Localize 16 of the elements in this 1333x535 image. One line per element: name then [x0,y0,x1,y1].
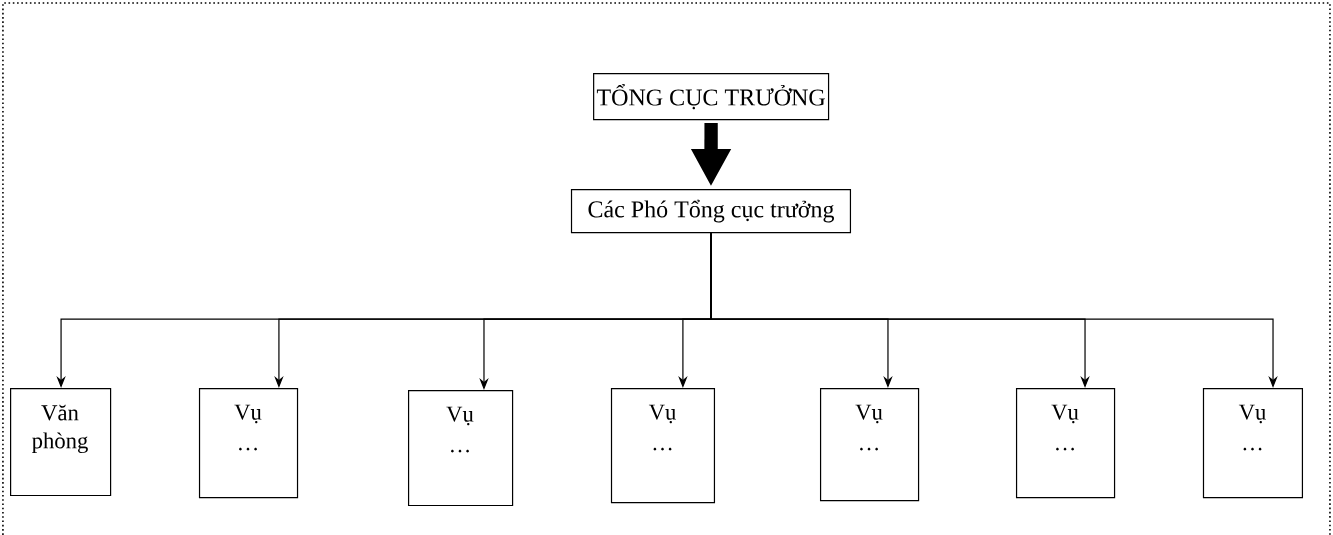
unit-box [10,388,112,497]
unit-label: Vụ … [1051,404,1079,451]
unit-label: Vụ … [855,404,883,451]
unit-box [610,388,716,504]
unit-box [408,390,514,507]
unit-label: Vụ … [648,404,676,451]
unit-box [1202,388,1304,499]
title-box: TỔNG CỤC TRƯỞNG [593,73,830,121]
unit-label: Vụ … [234,404,262,451]
unit-box [1015,388,1116,499]
unit-label: Vụ … [1238,404,1266,451]
unit-box [198,388,299,499]
unit-box [820,388,920,502]
unit-label: Vụ … [446,406,474,453]
unit-label: Văn phòng [32,404,88,454]
title-box: Các Phó Tổng cục trưởng [570,189,852,234]
